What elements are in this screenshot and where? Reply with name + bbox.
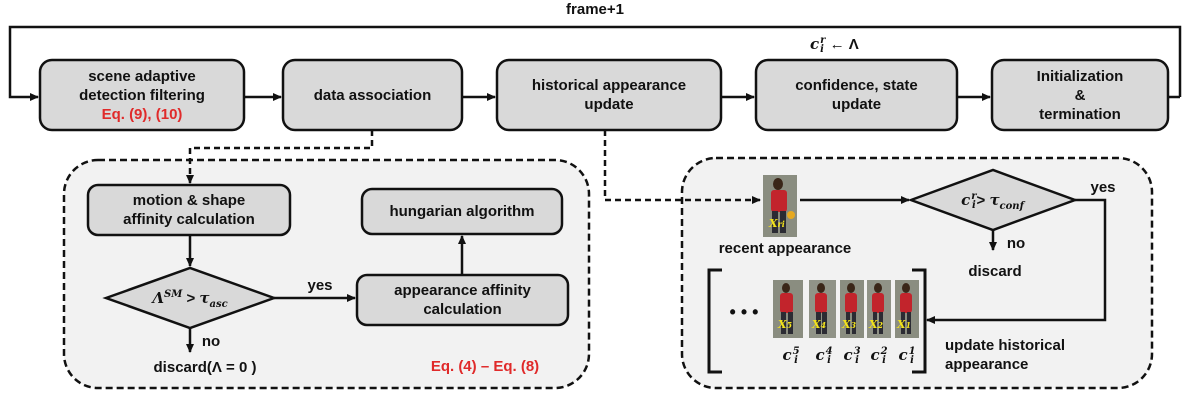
update-historical-line1: update historical: [945, 337, 1066, 354]
data-association-label: data association: [313, 86, 432, 104]
history-image-5: [773, 280, 803, 338]
historical-update-line1: historical appearance: [531, 77, 687, 94]
lambda-sm: ΛSM: [152, 288, 183, 307]
tau-conf: τconf: [989, 190, 1024, 212]
history-c-4-index: 4: [825, 346, 833, 357]
hungarian-label: hungarian algorithm: [389, 203, 535, 220]
association-eq-label: Eq. (4) – Eq. (8): [430, 358, 540, 375]
history-c-3-index: 3: [853, 346, 861, 357]
arrow-yes-update: [926, 198, 1107, 324]
historical-update-box: [495, 58, 723, 132]
history-ellipsis: • • •: [729, 302, 759, 322]
update-historical-line2: appearance: [945, 356, 1029, 373]
association-discard-label: discard(Λ = 0 ): [153, 359, 257, 376]
association-no-label: no: [201, 333, 221, 350]
confidence-no-label: no: [1006, 235, 1026, 252]
init-line1: Initialization: [1036, 67, 1124, 85]
recent-x-label: Xri: [769, 217, 785, 230]
appearance-affinity-line2: calculation: [423, 301, 502, 318]
history-x-4: X4: [812, 318, 827, 331]
association-gt: >: [186, 289, 200, 307]
scene-filter-eq: Eq. (9), (10): [101, 105, 183, 123]
history-c-2-index: 2: [880, 346, 888, 357]
scene-filter-line1: scene adaptive: [88, 67, 196, 85]
history-left-bracket: [707, 268, 722, 374]
history-c-5-index: 5: [792, 346, 800, 357]
assign-text: ← Λ: [829, 36, 859, 53]
init-termination-label: Initialization & termination: [992, 60, 1168, 130]
frame-loop-label: frame+1: [566, 1, 624, 18]
motion-shape-line2: affinity calculation: [123, 211, 255, 228]
confidence-update-line1: confidence, state: [795, 77, 918, 94]
recent-appearance-image: [763, 175, 797, 237]
history-image-3: [840, 280, 864, 338]
motion-shape-line1: motion & shape: [132, 192, 246, 209]
history-image-2: [867, 280, 891, 338]
init-line3: termination: [1039, 105, 1121, 123]
scene-filter-line2: detection filtering: [79, 86, 205, 104]
init-line2: &: [1074, 86, 1086, 104]
scene-filter-box: [38, 58, 246, 132]
appearance-dashed-link: [603, 130, 761, 204]
confidence-update-line2: update: [831, 96, 882, 113]
history-image-1: [895, 280, 919, 338]
appearance-affinity-line1: appearance affinity: [394, 282, 531, 299]
hungarian-box: [360, 187, 564, 236]
scene-filter-label: scene adaptive detection filtering Eq. (…: [40, 62, 244, 128]
history-x-1: X1: [897, 318, 912, 331]
recent-appearance-label: recent appearance: [718, 240, 852, 257]
tau-asc: τasc: [199, 288, 228, 310]
confidence-update-label: confidence, state update: [756, 60, 957, 130]
frame-loop-arrow: [8, 25, 1182, 101]
init-termination-box: [990, 58, 1170, 132]
historical-update-label: historical appearance update: [497, 60, 721, 130]
confidence-gt: >: [976, 191, 990, 209]
history-c-1-index: 1: [908, 346, 916, 357]
association-yes-label: yes: [307, 277, 333, 294]
motion-shape-label: motion & shape affinity calculation: [88, 185, 290, 235]
appearance-affinity-label: appearance affinity calculation: [357, 275, 568, 325]
history-x-5: X5: [778, 318, 793, 331]
historical-update-line2: update: [584, 96, 634, 113]
history-x-3: X3: [842, 318, 857, 331]
confidence-update-box: [754, 58, 959, 132]
confidence-yes-label: yes: [1090, 179, 1116, 196]
c-symbol: c: [810, 35, 820, 53]
history-image-4: [809, 280, 836, 338]
update-historical-label: update historical appearance: [945, 336, 1115, 374]
history-x-2: X2: [869, 318, 884, 331]
confidence-discard-label: discard: [968, 263, 1022, 280]
history-right-bracket: [912, 268, 927, 374]
association-decision-label: ΛSM > τasc: [120, 286, 260, 310]
